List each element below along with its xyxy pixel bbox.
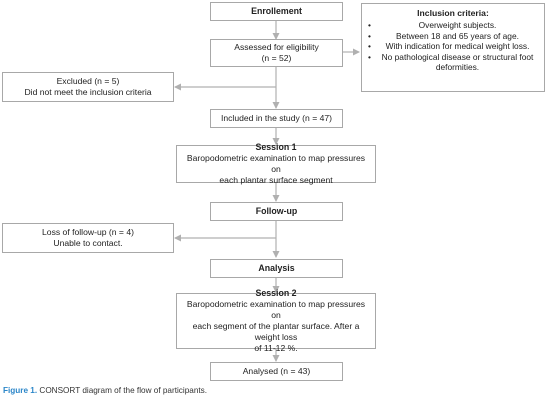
figure-caption: Figure 1. CONSORT diagram of the flow of… [3, 386, 207, 395]
inclusion-criteria-list: Overweight subjects. Between 18 and 65 y… [368, 20, 538, 73]
enrollment-label: Enrollement [251, 5, 302, 16]
inclusion-criteria-item: No pathological disease or structural fo… [368, 52, 538, 73]
session1-line-2: each plantar surface segment [219, 175, 333, 186]
followup-label: Follow-up [255, 205, 298, 216]
inclusion-criteria-title: Inclusion criteria: [417, 8, 489, 18]
excluded-box: Excluded (n = 5) Did not meet the inclus… [2, 72, 174, 102]
inclusion-criteria-item: Overweight subjects. [368, 20, 538, 31]
session2-box: Session 2 Baropodometric examination to … [176, 288, 376, 353]
analysis-box: Analysis [210, 259, 343, 278]
included-box: Included in the study (n = 47) [210, 109, 343, 128]
assessed-line-1: Assessed for eligibility [234, 42, 319, 52]
inclusion-criteria-item: Between 18 and 65 years of age. [368, 31, 538, 42]
assessed-line-2: (n = 52) [261, 53, 292, 63]
excluded-line-2: Did not meet the inclusion criteria [24, 87, 152, 97]
followup-box: Follow-up [210, 202, 343, 221]
session1-title: Session 1 [255, 141, 297, 152]
enrollment-box: Enrollement [210, 2, 343, 21]
session2-line-1: Baropodometric examination to map pressu… [186, 299, 366, 321]
figure-caption-text: CONSORT diagram of the flow of participa… [37, 386, 208, 395]
session2-line-3: of 11-12 %. [254, 343, 298, 354]
loss-box: Loss of follow-up (n = 4) Unable to cont… [2, 223, 174, 253]
session2-line-2: each segment of the plantar surface. Aft… [192, 321, 360, 343]
inclusion-criteria-item: With indication for medical weight loss. [368, 41, 538, 52]
figure-caption-label: Figure 1. [3, 386, 38, 395]
loss-line-1: Loss of follow-up (n = 4) [42, 227, 134, 237]
analysis-label: Analysis [258, 262, 295, 273]
session2-title: Session 2 [255, 287, 297, 298]
analysed-box: Analysed (n = 43) [210, 362, 343, 381]
assessed-box: Assessed for eligibility (n = 52) [210, 39, 343, 67]
inclusion-criteria-box: Inclusion criteria: Overweight subjects.… [361, 3, 545, 92]
session1-box: Session 1 Baropodometric examination to … [176, 141, 376, 186]
loss-line-2: Unable to contact. [53, 238, 123, 248]
session1-line-1: Baropodometric examination to map pressu… [186, 153, 366, 175]
analysed-label: Analysed (n = 43) [242, 366, 311, 376]
excluded-line-1: Excluded (n = 5) [56, 76, 120, 86]
included-label: Included in the study (n = 47) [220, 113, 333, 123]
